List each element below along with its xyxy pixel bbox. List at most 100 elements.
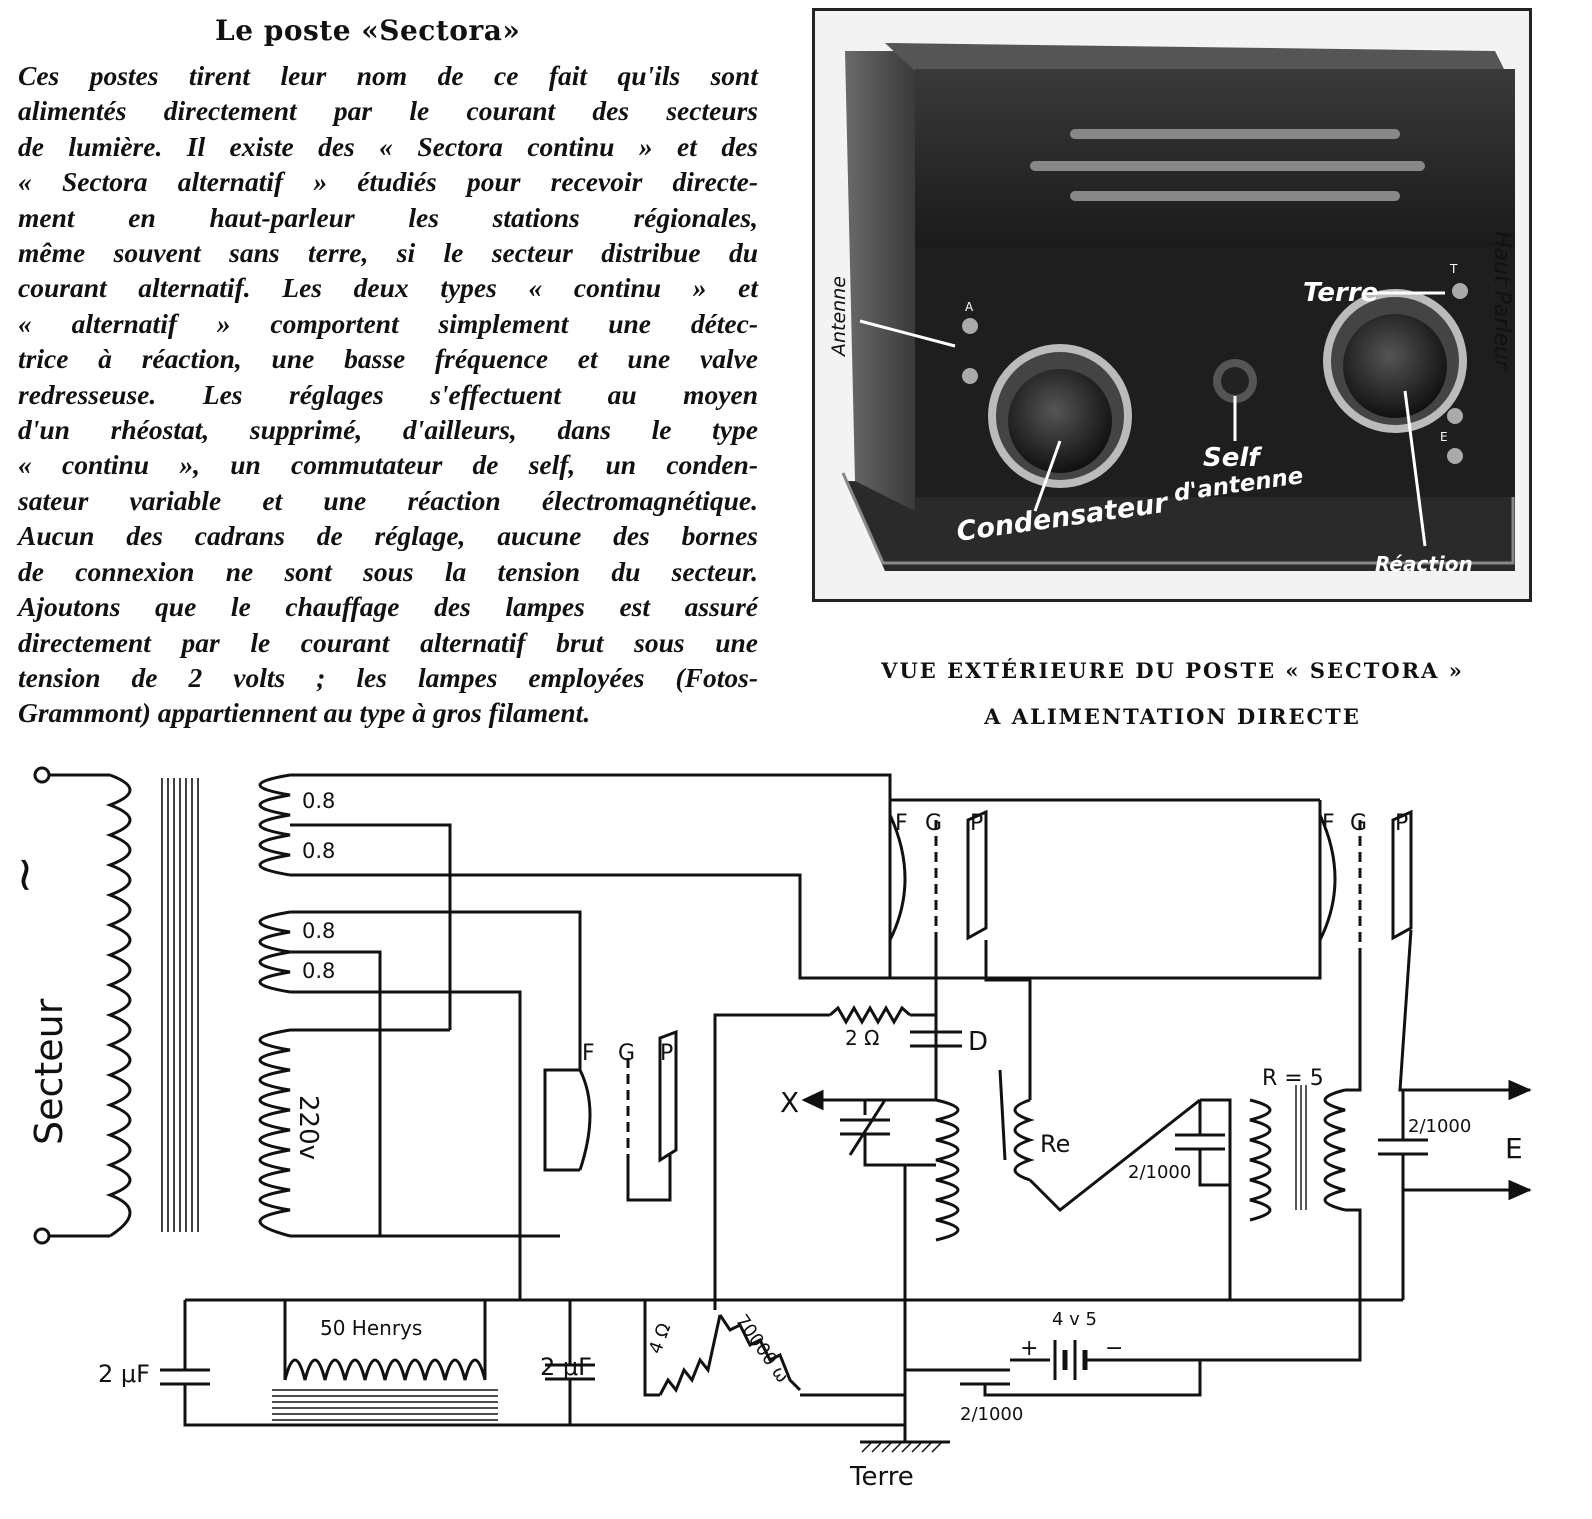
- secondary-coil-2: [258, 910, 291, 994]
- caption-line-2: A ALIMENTATION DIRECTE: [984, 704, 1361, 729]
- body-line: Grammont) appartiennent au type à gros f…: [18, 697, 591, 729]
- label-2ohm: 2 Ω: [845, 1026, 879, 1050]
- body-line: redresseuse. Les réglages s'effectuent a…: [18, 378, 758, 410]
- label-antenne: Antenne: [828, 276, 850, 358]
- tube3-f: F: [1322, 811, 1335, 836]
- body-line: sateur variable et une réaction électrom…: [18, 484, 758, 516]
- label-terre: Terre: [1303, 278, 1378, 308]
- article-body: Ces postes tirent leur nom de ce fait qu…: [18, 58, 758, 731]
- body-line: directement par le courant alternatif br…: [18, 626, 758, 658]
- tube2-plate: [966, 809, 988, 941]
- label-haut-parleur: Haut Parleur: [1489, 231, 1514, 371]
- label-r5: R = 5: [1262, 1066, 1324, 1091]
- tube3-p: P: [1395, 811, 1408, 836]
- label-2uf-mid: 2 μF: [540, 1353, 592, 1381]
- label-e-output: E: [1505, 1132, 1523, 1165]
- label-battery: 4 v 5: [1052, 1309, 1097, 1330]
- resistor-70000: [718, 1314, 802, 1392]
- tube3-plate: [1391, 809, 1413, 941]
- label-plus: +: [1020, 1336, 1038, 1361]
- label-secteur: Secteur: [27, 998, 71, 1145]
- tube1-filament: [578, 1069, 592, 1171]
- body-line: « Sectora alternatif » étudiés pour rece…: [18, 166, 758, 198]
- lf-core: [1295, 1085, 1307, 1210]
- label-tap-2: 0.8: [302, 839, 335, 863]
- body-line: même souvent sans terre, si le secteur d…: [18, 237, 758, 269]
- mains-terminal-bottom: [33, 1227, 51, 1245]
- photo-caption: VUE EXTÉRIEURE DU POSTE « SECTORA » A AL…: [805, 648, 1540, 740]
- label-cap-2-1000-b: 2/1000: [960, 1404, 1023, 1425]
- label-tap-3: 0.8: [302, 919, 335, 943]
- body-line: Aucun des cadrans de réglage, aucune des…: [18, 520, 758, 552]
- body-line: Ajoutons que le chauffage des lampes est…: [18, 591, 758, 623]
- tube1-f: F: [582, 1041, 595, 1066]
- article-title: Le poste «Sectora»: [215, 14, 521, 47]
- body-line: ment en haut-parleur les stations région…: [18, 201, 758, 233]
- cabinet-lid: [885, 43, 1505, 71]
- tube1-p: P: [660, 1041, 673, 1066]
- body-line: Ces postes tirent leur nom de ce fait qu…: [18, 60, 758, 91]
- tube1-plate: [658, 1029, 678, 1163]
- radio-illustration: Antenne A Terre T Haut Parleur E Condens…: [815, 11, 1529, 599]
- lf-secondary: [1323, 1088, 1346, 1212]
- choke-core: [272, 1389, 498, 1421]
- tube2-filament: [888, 814, 907, 941]
- label-minus: −: [1105, 1336, 1123, 1361]
- tube2-f: F: [895, 811, 908, 836]
- primary-coil: [105, 773, 132, 1238]
- label-cap-2-1000-c: 2/1000: [1408, 1116, 1471, 1137]
- label-self: Self: [1203, 443, 1263, 473]
- speaker-terminal: [1447, 408, 1463, 424]
- body-line: tension de 2 volts ; les lampes employée…: [18, 661, 758, 693]
- label-tap-4: 0.8: [302, 959, 335, 983]
- body-line: trice à réaction, une basse fréquence et…: [18, 343, 758, 375]
- output-arrow-top: [1508, 1079, 1532, 1101]
- label-reaction: Réaction: [1375, 552, 1473, 576]
- label-terre: Terre: [849, 1462, 914, 1492]
- tube3-filament: [1318, 814, 1337, 941]
- speaker-terminal: [1447, 448, 1463, 464]
- vent-slot: [1070, 191, 1400, 201]
- label-d: D: [968, 1027, 988, 1057]
- tube2-p: P: [970, 811, 983, 836]
- mains-terminal-top: [33, 766, 51, 784]
- vent-slot: [1030, 161, 1425, 171]
- body-line: courant alternatif. Les deux types « con…: [18, 272, 758, 304]
- label-70000: 70000 ω: [731, 1311, 793, 1387]
- transformer-core: [161, 778, 199, 1232]
- label-ac: ~: [0, 855, 52, 895]
- tube3-g: G: [1350, 811, 1367, 836]
- label-x: X: [780, 1086, 799, 1119]
- label-220v: 220v: [293, 1095, 323, 1160]
- label-e: E: [1440, 430, 1448, 444]
- circuit-diagram: Secteur ~ 0.8 0.8 0.8 0.8 220v F G P F G…: [0, 766, 1532, 1492]
- cabinet-base: [845, 481, 1515, 571]
- caption-line-1: VUE EXTÉRIEURE DU POSTE « SECTORA »: [881, 658, 1464, 683]
- body-line: de connexion ne sont sous la tension du …: [18, 555, 758, 587]
- label-2uf-left: 2 μF: [98, 1360, 150, 1388]
- body-line: « alternatif » comportent simplement une…: [18, 307, 758, 339]
- label-t: T: [1449, 262, 1458, 276]
- antenna-arrow: [801, 1089, 824, 1111]
- output-arrow-bottom: [1508, 1179, 1532, 1201]
- body-line: alimentés directement par le courant des…: [18, 95, 758, 127]
- label-4ohm: 4 Ω: [645, 1320, 675, 1356]
- body-line: de lumière. Il existe des « Sectora cont…: [18, 130, 758, 162]
- hv-coil: [258, 1028, 291, 1238]
- secondary-coil-1: [258, 773, 291, 877]
- label-choke: 50 Henrys: [320, 1316, 422, 1340]
- body-line: d'un rhéostat, supprimé, d'ailleurs, dan…: [18, 414, 758, 446]
- label-cap-2-1000-a: 2/1000: [1128, 1162, 1191, 1183]
- radio-photo: Antenne A Terre T Haut Parleur E Condens…: [812, 8, 1532, 602]
- tube2-g: G: [925, 811, 942, 836]
- resistor-4ohm: [658, 1314, 722, 1396]
- cabinet-side: [845, 51, 915, 511]
- grid-coil: [935, 1098, 960, 1242]
- label-a: A: [965, 300, 974, 314]
- earth-terminal: [1452, 283, 1468, 299]
- label-re: Re: [1040, 1130, 1070, 1158]
- antenna-terminal: [962, 318, 978, 334]
- reaction-coil: [1013, 1098, 1035, 1182]
- tube1-g: G: [618, 1041, 635, 1066]
- body-line: « continu », un commutateur de self, un …: [18, 449, 758, 481]
